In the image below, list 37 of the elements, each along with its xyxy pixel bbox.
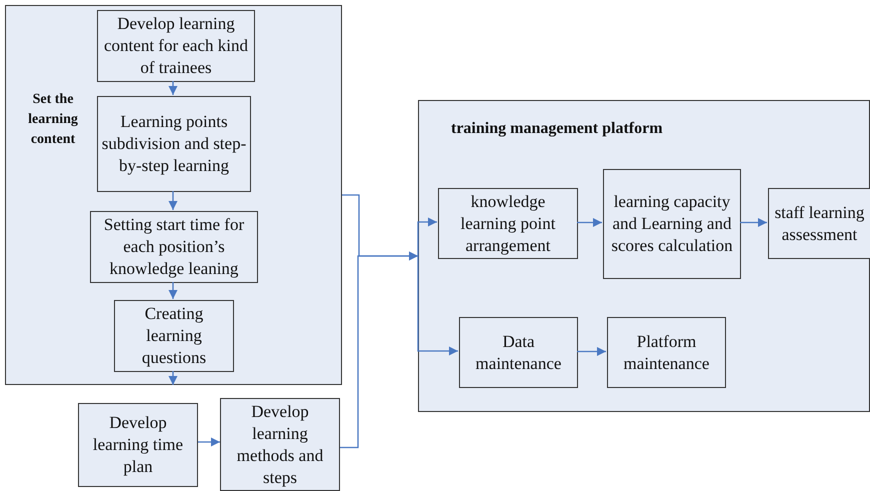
process-box [97,10,255,82]
group-panel [418,100,870,412]
arrow [340,252,418,448]
arrow [417,218,437,256]
process-box [607,317,726,388]
box-text: Develop learning methods and steps [236,400,324,488]
box-text: learning capacity and Learning and scores calculation [610,191,734,257]
arrow [168,282,178,299]
group-title: training management platform [451,119,664,139]
process-box [768,188,870,259]
arrow [740,218,767,227]
process-box [78,403,198,487]
process-box [603,169,741,279]
arrow [198,438,220,446]
box-text: staff learning assessment [774,202,866,246]
arrow [168,81,178,95]
arrow [577,347,606,356]
group-panel [5,5,342,385]
box-text: Data maintenance [474,330,562,374]
box-text: knowledge learning point arrangement [460,190,556,256]
arrow [168,371,178,385]
box-text: Platform maintenance [622,330,710,374]
process-box [220,398,340,491]
process-box [459,317,578,388]
process-box [114,300,234,372]
process-box [438,188,578,259]
arrow [417,256,458,356]
group-title: Set the learning content [27,91,79,149]
box-text: Develop learning time plan [92,412,184,478]
arrow [168,191,178,210]
process-box [90,211,258,283]
arrow [577,218,602,227]
box-text: Learning points subdivision and step-by-step learning [100,111,248,177]
box-text: Creating learning questions [140,303,208,369]
box-text: Develop learning content for each kind of trainees [103,13,249,79]
box-text: Setting start time for each position’s knowledge leaning [102,214,246,280]
process-box [97,96,251,192]
